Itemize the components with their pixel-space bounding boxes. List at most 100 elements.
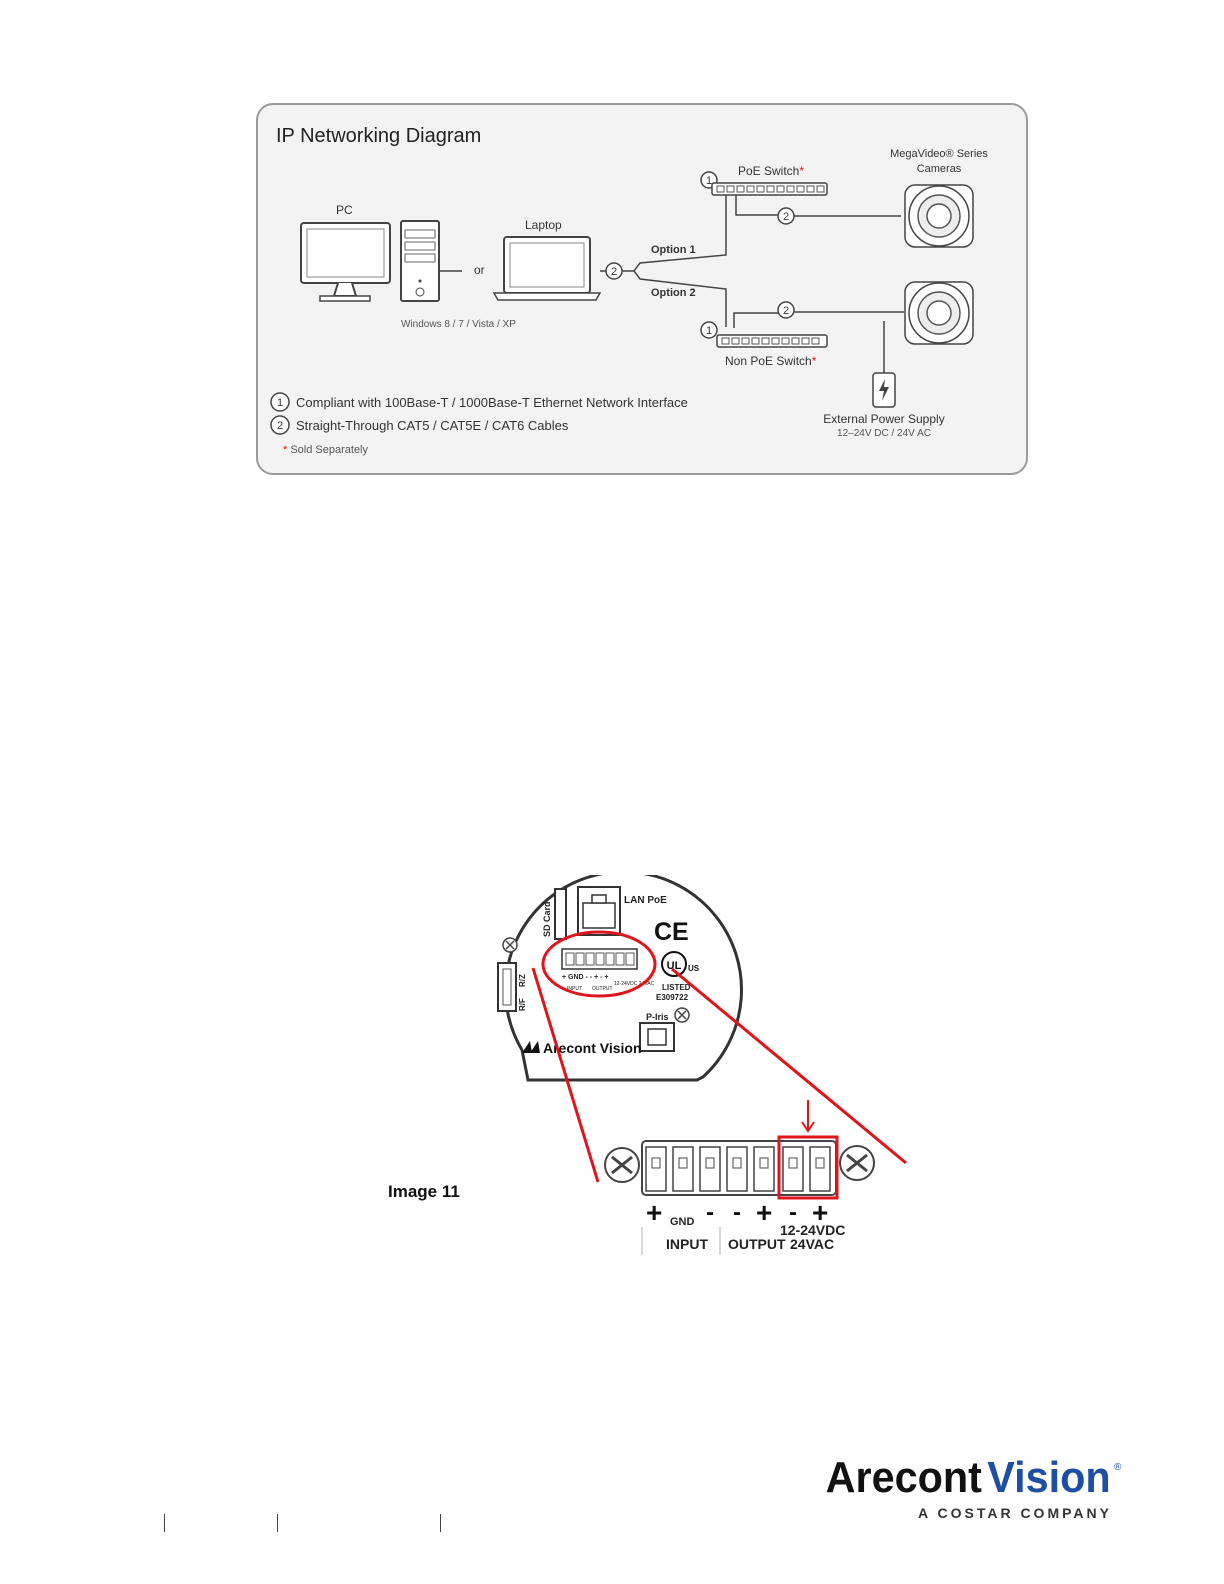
os-label: Windows 8 / 7 / Vista / XP [401,319,516,330]
board-small-power: 12-24VDC 24VAC [614,981,655,987]
image-caption: Image 11 [388,1182,460,1201]
svg-text:2: 2 [783,305,789,317]
lan-poe-label: LAN PoE [624,895,667,906]
camera-icon-top [904,184,974,248]
diagram-title: IP Networking Diagram [276,125,481,147]
ip-networking-diagram: IP Networking Diagram PC or Laptop Windo… [256,103,1028,475]
screw-icon-terminal-right [839,1145,875,1181]
lan-port-icon [577,886,621,936]
rf-label: R/F [518,998,527,1011]
footer-divider-3 [440,1514,441,1532]
legend-text-2: Straight-Through CAT5 / CAT5E / CAT6 Cab… [296,418,569,433]
svg-text:1: 1 [706,175,712,187]
rz-label: R/Z [518,974,527,987]
power-label-line1: 12-24VDC [780,1222,845,1238]
power-supply-spec: 12–24V DC / 24V AC [837,428,931,439]
power-label-line2: 24VAC [790,1236,834,1252]
poe-switch-icon [711,182,828,196]
sign-output-plus: + [756,1197,772,1228]
svg-text:UL: UL [667,960,682,972]
board-small-input: INPUT [567,986,582,992]
screw-icon-left [502,937,518,953]
brand-logo-icon [522,1041,540,1053]
ul-mark: UL US [661,951,700,977]
board-small-signs: + GND - - + - + [562,974,608,981]
cameras-label-line2: Cameras [917,163,962,175]
footer-divider-2 [277,1514,278,1532]
output-label: OUTPUT [728,1236,786,1252]
sign-input-plus: + [646,1197,662,1228]
non-poe-switch-label: Non PoE Switch* [725,354,817,368]
footer-logo-svg: Arecont Vision ® A COSTAR COMPANY [826,1453,1122,1521]
diagram-frame [256,103,1028,475]
camera-board-figure: SD Card LAN PoE CE UL US LISTED E309722 … [470,870,920,1145]
laptop-label: Laptop [525,218,562,232]
power-supply-icon [872,372,896,408]
footer-registered-mark: ® [1114,1462,1122,1473]
listed-number: E309722 [656,993,689,1002]
poe-switch-label: PoE Switch* [738,164,804,178]
footer-divider-1 [164,1514,165,1532]
gnd-label: GND [670,1216,695,1228]
board-small-output: OUTPUT [592,986,613,992]
badge-2-poe: 2 [777,207,795,225]
callout-line-right [671,967,907,1165]
power-terminal-highlight [777,1135,839,1200]
network-cables [600,189,904,373]
badge-1-non-poe: 1 [700,321,718,339]
svg-text:2: 2 [277,420,283,432]
sign-power-plus: + [812,1197,828,1228]
footer-brand-part1: Arecont [826,1453,982,1502]
rz-rf-connector [497,962,517,1012]
terminal-svg: + GND - - + - + INPUT OUTPUT 12-24VDC 24… [604,1100,875,1255]
non-poe-switch-icon [716,334,828,348]
label-dividers [641,1227,721,1255]
svg-text:1: 1 [277,397,283,409]
sd-card-slot [554,888,567,940]
option2-label: Option 2 [651,287,696,299]
arrow-down-icon [801,1100,815,1133]
monitor-icon [300,222,391,302]
badge-2-laptop: 2 [605,262,623,280]
svg-text:2: 2 [611,266,617,278]
screw-icon-terminal-left [604,1147,640,1183]
footer-brand-logo: Arecont Vision ® A COSTAR COMPANY [820,1450,1130,1530]
terminal-block-closeup: + GND - - + - + INPUT OUTPUT 12-24VDC 24… [590,1095,920,1265]
camera-icon-bottom [904,281,974,345]
board-svg: SD Card LAN PoE CE UL US LISTED E309722 … [497,870,743,1082]
screw-icon-right [674,1007,690,1023]
diagram-svg: IP Networking Diagram PC or Laptop Windo… [256,103,1028,475]
sign-power-minus: - [789,1199,797,1226]
sold-separately-note: * Sold Separately [283,444,369,456]
footer-tagline: A COSTAR COMPANY [918,1505,1112,1521]
piris-label: P-Iris [646,1012,669,1022]
option1-label: Option 1 [651,244,696,256]
legend-text-1: Compliant with 100Base-T / 1000Base-T Et… [296,395,688,410]
highlight-ellipse [541,930,657,998]
badge-2-non-poe: 2 [777,301,795,319]
sd-card-label: SD Card [542,901,552,937]
tower-icon [400,220,440,302]
cameras-label-line1: MegaVideo® Series [890,148,988,160]
laptop-icon [492,236,602,301]
or-label: or [474,263,485,277]
input-label: INPUT [666,1236,708,1252]
piris-connector [639,1022,675,1052]
pc-label: PC [336,203,353,217]
power-supply-label: External Power Supply [823,412,944,426]
legend-item-2: 2 Straight-Through CAT5 / CAT5E / CAT6 C… [270,415,569,435]
board-brand-label: Arecont Vision [543,1040,642,1056]
ce-mark: CE [654,918,689,946]
svg-text:2: 2 [783,211,789,223]
legend-item-1: 1 Compliant with 100Base-T / 1000Base-T … [270,392,688,412]
sign-output-minus-1: - [706,1199,714,1226]
svg-text:US: US [688,964,700,973]
svg-text:1: 1 [706,325,712,337]
board-terminal-block [561,948,638,970]
listed-label: LISTED [662,983,691,992]
sign-output-minus-2: - [733,1199,741,1226]
terminal-block-body [641,1140,837,1196]
callout-line-left [531,967,600,1183]
footer-brand-part2: Vision [987,1453,1110,1502]
